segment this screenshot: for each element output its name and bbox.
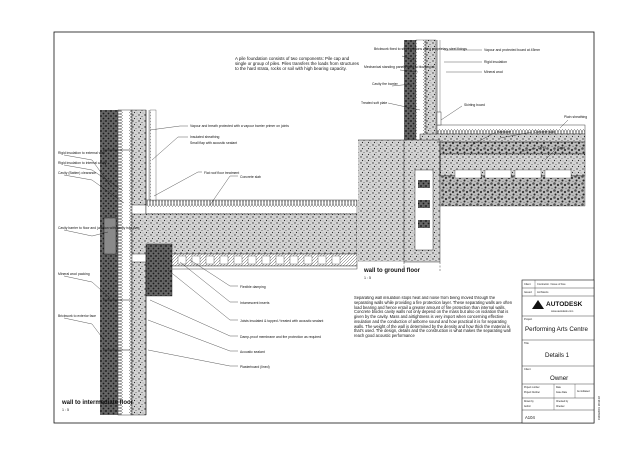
- label-brickwork-steel: Brickwork fixed to steel sections using …: [374, 47, 467, 51]
- label-treated-soft-plate: Treated soft plate: [361, 101, 387, 105]
- tb-project-value: Performing Arts Centre: [525, 326, 588, 333]
- separating-wall-note: Separating wall insulation stops heat an…: [354, 296, 513, 338]
- label-concrete-slab-right: Concrete slab: [534, 130, 555, 134]
- label-joists-acoustic: Joists insulated & topped / treated with…: [240, 319, 323, 323]
- tb-title-value: Details 1: [545, 352, 570, 359]
- svg-text:Rigid insulation to internal c: Rigid insulation to internal cavity: [58, 161, 107, 165]
- label-vapour-board: Vapour and protected board at 45mm: [484, 48, 540, 52]
- title-block: Client Contractor / Issue of Fee Issued …: [521, 279, 601, 424]
- tb-client-label: Client: [524, 282, 531, 286]
- tb-owner-label: Client: [524, 367, 531, 371]
- label-skirting: Skirting board: [464, 103, 485, 107]
- detail-scale-right: 1 : 5: [364, 276, 371, 280]
- main-note: A pile foundation consists of two compon…: [235, 56, 359, 72]
- tb-issued-value: Architects: [537, 290, 549, 294]
- svg-text:Mineral wool packing: Mineral wool packing: [58, 272, 90, 276]
- tb-sheet-number: A104: [525, 415, 535, 420]
- right-detail-title: wall to ground floor 1 : 5: [363, 268, 421, 280]
- svg-text:Cavity (Batten) clearance: Cavity (Batten) clearance: [58, 171, 96, 175]
- tb-meta-value-1: Issue Date: [556, 391, 568, 394]
- left-detail-title: wall to intermediate floor 1 : 5: [61, 400, 134, 412]
- label-rigid-ins-external: Rigid insulation to external wall: [58, 151, 105, 155]
- body-note: Separating wall insulation stops heat an…: [354, 296, 513, 338]
- label-mineral-wool: Mineral wool packing: [58, 272, 90, 276]
- detail-title-left: wall to intermediate floor: [61, 400, 134, 406]
- label-sand: Sand: [557, 146, 565, 150]
- tb-client-value: Contractor / Issue of Fee: [537, 282, 566, 286]
- label-plain-sheathing: Plain sheathing: [564, 115, 587, 119]
- pile-foundation-note: A pile foundation consists of two compon…: [235, 56, 359, 72]
- label-flat-roof-floor: Flat roof floor treatment: [204, 171, 239, 175]
- autodesk-logo-icon: [532, 300, 544, 309]
- tb-meta-label-2: Drawn by: [524, 400, 535, 403]
- left-detail-leaders: [63, 125, 238, 367]
- svg-text:Brickwork to exterior face: Brickwork to exterior face: [58, 314, 96, 318]
- label-cavity-clearance: Cavity (Batten) clearance: [58, 171, 96, 175]
- tb-meta-value-0: Project Number: [524, 391, 540, 394]
- label-dpm-fire: Damp-proof membrane and fire protection …: [240, 335, 321, 339]
- tb-issued-label: Issued: [524, 290, 532, 294]
- tb-meta-label-0: Project number: [524, 386, 540, 389]
- detail-title-right: wall to ground floor: [363, 268, 421, 274]
- label-mechanical-panels: Mechanical standing panels fixed to bloc…: [364, 65, 435, 69]
- label-plasterboard: Plasterboard (lined): [240, 365, 270, 369]
- label-acoustic-flap: Small flap with acoustic sealant: [190, 141, 237, 145]
- joist-voids: [177, 255, 341, 265]
- autodesk-wordmark: AUTODESK: [546, 301, 583, 308]
- sheet-border: [53, 31, 595, 424]
- tb-title-label: Title: [524, 341, 529, 345]
- label-flexible-damping: Flexible damping: [240, 285, 266, 289]
- label-concrete-slab-left: Concrete slab: [240, 175, 261, 179]
- label-mineral-wool-right: Mineral wool: [484, 70, 503, 74]
- svg-text:Cavity barrier to floor and ju: Cavity barrier to floor and junction wit…: [58, 226, 140, 230]
- left-detail-labels: Rigid insulation to external wall Rigid …: [58, 124, 323, 369]
- label-hardcore: Hardcore: [497, 130, 511, 134]
- label-intumescent: Intumescent inserts: [240, 301, 270, 305]
- label-cavity-barrier: Cavity barrier to floor and junction wit…: [58, 226, 140, 230]
- detail-wall-to-ground-floor: [358, 39, 586, 272]
- tb-project-label: Project: [524, 317, 532, 321]
- detail-scale-left: 1 : 5: [62, 408, 69, 412]
- label-rigid-insulation-right: Rigid insulation: [484, 60, 507, 64]
- label-insulated-sheathing: Insulated sheathing: [190, 135, 220, 139]
- right-detail-leaders: [387, 49, 569, 161]
- label-cavity-fire-barrier: Cavity fire barrier: [372, 82, 399, 86]
- tb-timestamp: 19/04/2019 18:44:18: [597, 396, 601, 420]
- label-acoustic-sealant: Acoustic sealant: [240, 350, 265, 354]
- tb-scale: As indicated: [577, 390, 590, 393]
- autodesk-logo: AUTODESK www.autodesk.com: [532, 300, 583, 313]
- tb-owner-value: Owner: [550, 375, 568, 382]
- label-vapour-primer: Vapour and breath protected with a vapou…: [190, 124, 289, 128]
- tb-meta-value-3: Checker: [556, 405, 565, 408]
- label-dpm: DPM: [538, 146, 546, 150]
- right-detail-labels: Brickwork fixed to steel sections using …: [361, 47, 587, 150]
- tb-meta-label-1: Date: [556, 386, 562, 389]
- label-brickwork: Brickwork to exterior face: [58, 314, 96, 318]
- svg-text:Rigid insulation to external w: Rigid insulation to external wall: [58, 151, 105, 155]
- detail-wall-to-intermediate-floor: [100, 109, 358, 416]
- label-rigid-ins-internal: Rigid insulation to internal cavity: [58, 161, 107, 165]
- tb-meta-label-3: Checked by: [556, 401, 569, 403]
- autodesk-url: www.autodesk.com: [551, 309, 573, 313]
- tb-meta-value-2: Author: [524, 405, 531, 408]
